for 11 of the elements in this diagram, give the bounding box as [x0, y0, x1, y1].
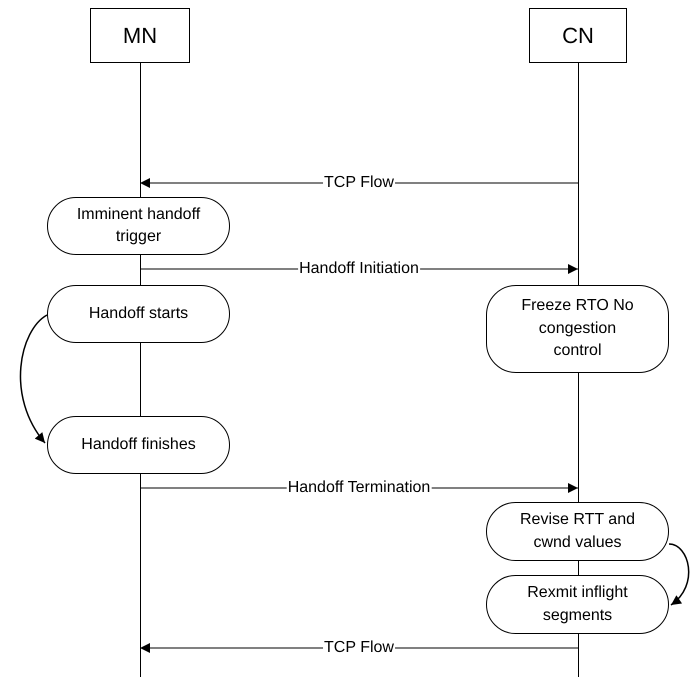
process-text: Rexmit inflight segments: [526, 583, 629, 626]
arrow: [20, 314, 48, 444]
arrow: [668, 543, 690, 606]
process-text: Handoff starts: [88, 304, 188, 324]
process-text: Handoff finishes: [81, 434, 196, 455]
process-text: Revise RTT and cwnd values: [518, 510, 636, 552]
participant-name: MN: [122, 22, 158, 48]
process-box: [486, 285, 669, 373]
process-text: Imminent handoff trigger: [76, 204, 202, 247]
participant-name: CN: [562, 22, 594, 48]
process-text: Freeze RTO No congestion control: [520, 296, 635, 362]
